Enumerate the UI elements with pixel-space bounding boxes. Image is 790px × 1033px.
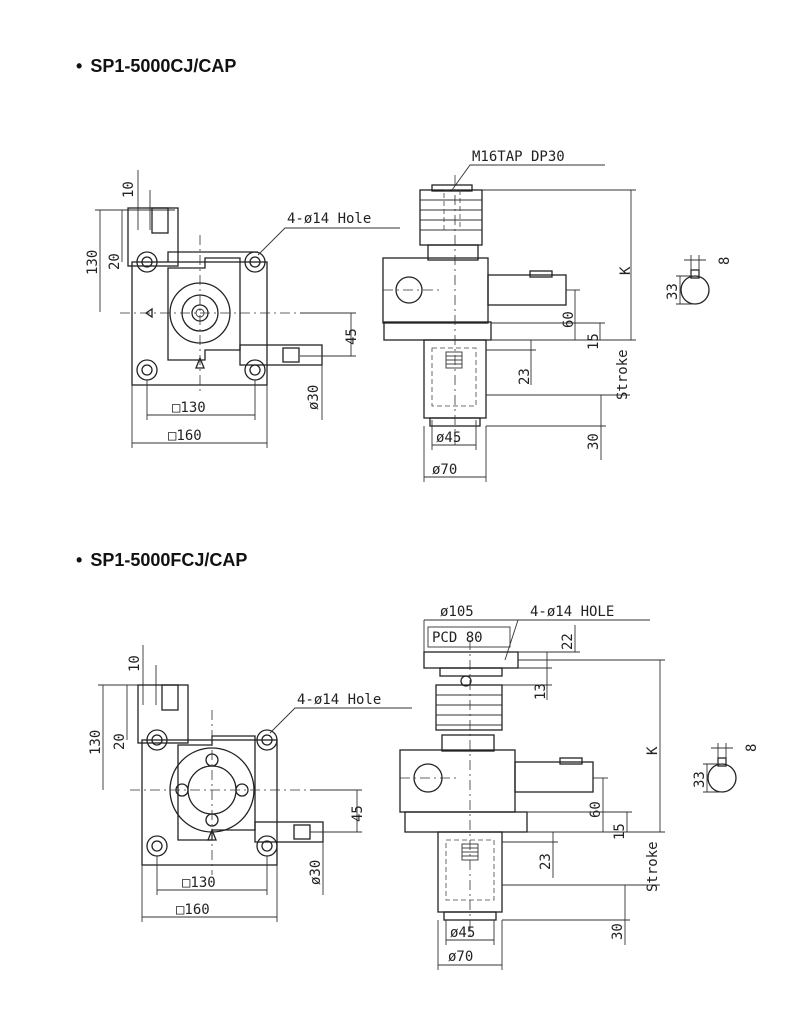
dim-30: 30 [610, 923, 626, 940]
dim-square-160: □160 [176, 902, 210, 918]
drawing-2: 130 20 10 45 ø30 4-ø14 Hole [88, 604, 760, 970]
dim-22: 22 [560, 633, 576, 650]
dim-23: 23 [538, 853, 554, 870]
dim-key-33: 33 [692, 771, 708, 788]
dim-key-33: 33 [665, 283, 681, 300]
dim-45: 45 [350, 805, 366, 822]
bullet-icon: • [76, 56, 83, 76]
dim-30: 30 [586, 433, 602, 450]
dim-k: K [645, 746, 661, 755]
label-flange-hole: 4-ø14 HOLE [530, 604, 614, 620]
top-view-1: 130 20 10 45 [85, 170, 400, 448]
dim-stroke: Stroke [615, 349, 631, 400]
dim-k: K [618, 266, 634, 275]
dim-60: 60 [561, 311, 577, 328]
dim-square-130: □130 [172, 400, 206, 416]
drawing-1: 130 20 10 45 [85, 149, 733, 482]
dim-diameter-45: ø45 [450, 925, 475, 941]
dim-diameter-70: ø70 [448, 949, 473, 965]
label-tap: M16TAP DP30 [472, 149, 565, 165]
section-title-2: • SP1-5000FCJ/CAP [76, 550, 247, 571]
dim-15: 15 [586, 333, 602, 350]
dim-23: 23 [517, 368, 533, 385]
section-title-1: • SP1-5000CJ/CAP [76, 56, 236, 77]
dim-60: 60 [588, 801, 604, 818]
section-title-2-text: SP1-5000FCJ/CAP [90, 550, 248, 570]
dim-key-8: 8 [717, 257, 733, 265]
top-view-2: 130 20 10 45 ø30 4-ø14 Hole [88, 645, 412, 922]
dim-13: 13 [533, 683, 549, 700]
dim-shaft-diameter: ø30 [306, 385, 322, 410]
dim-diameter-70: ø70 [432, 462, 457, 478]
dim-square-130: □130 [182, 875, 216, 891]
shaft-detail-2: 8 33 [692, 743, 760, 793]
dim-45: 45 [344, 328, 360, 345]
dim-flange-diameter: ø105 [440, 604, 474, 620]
dim-130-vertical: 130 [85, 250, 101, 275]
dim-shaft-diameter: ø30 [308, 860, 324, 885]
dim-10: 10 [127, 655, 143, 672]
dim-20: 20 [112, 733, 128, 750]
side-view-2: ø105 4-ø14 HOLE PCD 80 22 13 [399, 604, 665, 970]
dim-15: 15 [612, 823, 628, 840]
side-view-1: M16TAP DP30 ø45 ø70 [382, 149, 636, 482]
label-hole: 4-ø14 Hole [297, 692, 381, 708]
dim-pcd: PCD 80 [432, 630, 483, 646]
dim-diameter-45: ø45 [436, 430, 461, 446]
shaft-detail-1: 8 33 [665, 255, 733, 305]
dim-20: 20 [107, 253, 123, 270]
dim-10: 10 [121, 181, 137, 198]
dim-key-8: 8 [744, 744, 760, 752]
bullet-icon: • [76, 550, 83, 570]
dim-130-vertical: 130 [88, 730, 104, 755]
section-title-1-text: SP1-5000CJ/CAP [90, 56, 237, 76]
label-hole: 4-ø14 Hole [287, 211, 371, 227]
dim-stroke: Stroke [645, 841, 661, 892]
dim-square-160: □160 [168, 428, 202, 444]
